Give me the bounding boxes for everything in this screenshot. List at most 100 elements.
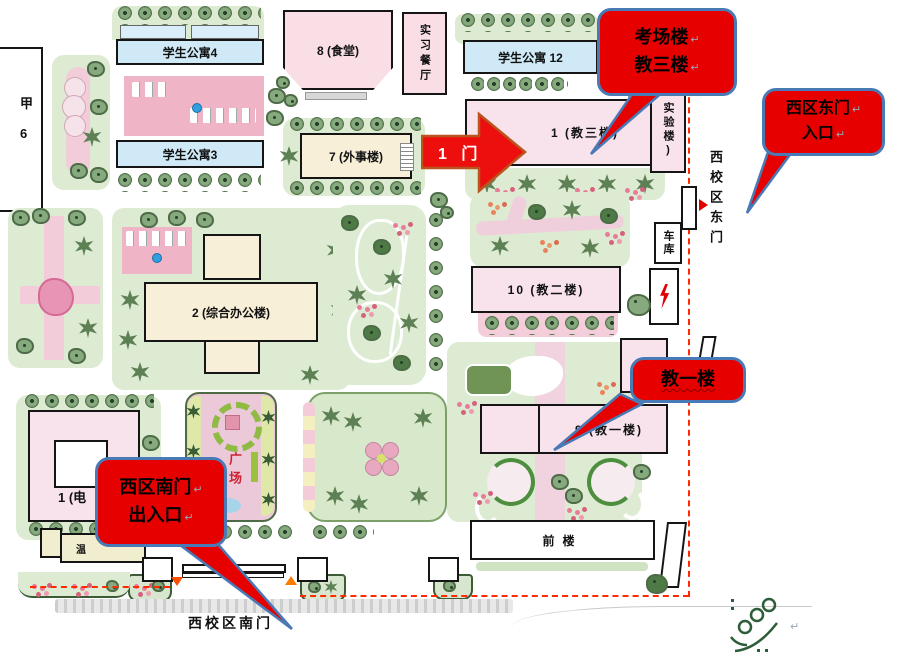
scallop-edge xyxy=(303,402,315,512)
tree-icon xyxy=(74,236,94,256)
flower-bed xyxy=(575,188,580,193)
building-jia6-label-6: 6 xyxy=(19,126,28,141)
gate-booth xyxy=(297,557,328,582)
paragraph-mark: ↵ xyxy=(690,34,700,47)
flower-bed xyxy=(605,232,610,237)
tree-icon xyxy=(261,410,276,425)
tree-icon xyxy=(276,76,290,89)
corner-ornament xyxy=(730,597,778,653)
map-pin xyxy=(192,103,202,113)
tree-icon xyxy=(142,435,160,451)
tree-row xyxy=(287,116,421,134)
building-teach2-label: 10 (教二楼) xyxy=(507,283,585,297)
tree-icon xyxy=(393,355,411,371)
building-foreign-affairs: 7 (外事楼) xyxy=(300,133,412,179)
callout-exam-hall[interactable]: 考场楼↵ 教三楼↵ xyxy=(597,8,737,96)
building-admin: 2 (综合办公楼) xyxy=(144,282,318,342)
plaza-bench xyxy=(251,452,258,482)
dorm4-roof-bar xyxy=(191,25,259,39)
building-foreign-affairs-label: 7 (外事楼) xyxy=(328,149,383,164)
building-dorm12: 学生公寓 12 xyxy=(463,40,598,74)
flower-bed xyxy=(625,188,630,193)
flower-bed xyxy=(473,492,478,497)
plaza-label: 广场 xyxy=(227,452,242,490)
circle-plaza xyxy=(487,458,535,506)
garden-square xyxy=(303,392,447,522)
tree-icon xyxy=(363,325,381,341)
building-front-label: 前楼 xyxy=(542,533,583,548)
callout-south-entrance[interactable]: 西区南门↵ 出入口↵ xyxy=(95,457,227,547)
map-pin xyxy=(152,253,162,263)
paragraph-mark: ↵ xyxy=(690,62,700,74)
steps xyxy=(305,92,367,100)
bush-row xyxy=(468,76,568,92)
east-gate-label: 西校区东门 xyxy=(708,150,723,250)
tree-icon xyxy=(16,338,34,354)
tree-icon xyxy=(600,208,618,224)
callout-teach1[interactable]: 教一楼 xyxy=(630,357,746,403)
tree-icon xyxy=(597,174,617,194)
callout-south-line1: 西区南门 xyxy=(119,477,192,498)
stairs xyxy=(400,143,414,171)
building-divider xyxy=(538,406,540,452)
tree-icon xyxy=(168,210,186,226)
callout-tail xyxy=(589,88,669,155)
callout-east-entrance[interactable]: 西区东门↵ 入口↵ xyxy=(762,88,885,156)
paragraph-mark: ↵ xyxy=(790,621,800,633)
tree-icon xyxy=(341,215,359,231)
building-garage-label: 车库 xyxy=(662,230,674,256)
plaza-ring xyxy=(212,402,262,452)
gate1-arrow[interactable] xyxy=(421,111,527,195)
flower-bed xyxy=(567,508,572,513)
south-gate-label: 西校区南门 xyxy=(188,615,273,631)
route-line-horizontal xyxy=(300,595,689,597)
tree-icon xyxy=(261,492,276,507)
tree-icon xyxy=(140,212,158,228)
sand-area xyxy=(505,356,563,396)
gate-marker-icon xyxy=(285,576,297,585)
plaza-hedge-right xyxy=(261,396,276,516)
tree-icon xyxy=(90,99,108,115)
tree-icon xyxy=(551,474,569,490)
tree-icon xyxy=(90,167,108,183)
building-front: 前楼 xyxy=(470,520,655,560)
garden-middle xyxy=(333,205,426,385)
building-canteen: 8 (食堂) xyxy=(283,10,393,90)
pond-circle xyxy=(64,115,86,137)
building-dorm3: 学生公寓3 xyxy=(116,140,264,168)
tree-icon xyxy=(528,204,546,220)
callout-teach1-line1: 教一楼 xyxy=(661,369,715,390)
flower-bed xyxy=(488,202,493,207)
building-jia6-label-jia: 甲 xyxy=(19,96,33,111)
flower-bed xyxy=(393,223,398,228)
tree-row xyxy=(458,12,596,32)
tree-icon xyxy=(87,61,105,77)
building-lab: 实验楼) xyxy=(650,88,686,173)
building-teach1: 9 (教一楼) xyxy=(480,404,668,454)
flower-bed xyxy=(457,402,462,407)
building-teach3-label: 1 (教三楼) xyxy=(550,126,619,140)
road xyxy=(55,599,513,613)
building-dorm12-label: 学生公寓 12 xyxy=(498,50,563,65)
tree-icon xyxy=(196,212,214,228)
flower-bed xyxy=(495,188,500,193)
garden-teach2-north xyxy=(470,192,630,268)
building-admin-topwing xyxy=(203,234,261,280)
tree-row xyxy=(287,180,421,198)
parked-cars xyxy=(190,108,256,123)
lightning-icon xyxy=(660,283,670,309)
callout-exam-line1: 考场楼 xyxy=(634,27,689,48)
tree-row xyxy=(310,524,374,542)
building-admin-label: 2 (综合办公楼) xyxy=(191,305,270,320)
callout-exam-line2: 教三楼 xyxy=(634,55,689,75)
gate-booth xyxy=(428,557,459,582)
building-garage: 车库 xyxy=(654,222,682,264)
tree-icon xyxy=(261,452,276,467)
tree-icon xyxy=(343,412,363,432)
parking-dorm xyxy=(124,76,264,136)
tree-row xyxy=(22,393,154,411)
paragraph-mark: ↵ xyxy=(851,104,862,117)
callout-tail xyxy=(553,392,644,452)
tree-icon xyxy=(557,174,577,194)
tree-chain xyxy=(426,212,446,380)
